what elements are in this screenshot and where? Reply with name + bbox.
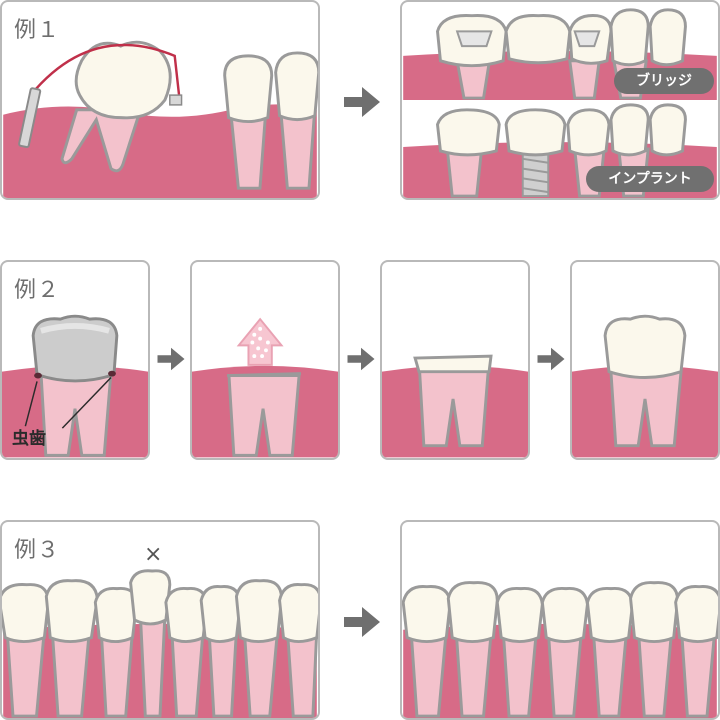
mini-screw <box>18 87 42 149</box>
tooth-crown <box>674 585 718 644</box>
metal-crown <box>31 314 119 383</box>
example-2-step-1-panel: 例２ 虫歯 <box>0 260 150 460</box>
tooth-crown <box>234 579 283 644</box>
tooth-crown <box>436 108 501 157</box>
example-2-label: 例２ <box>14 278 61 303</box>
caries-label: 虫歯 <box>12 429 46 449</box>
bridge-label: ブリッジ <box>614 68 714 94</box>
tooth-crown <box>402 585 452 644</box>
tooth-root <box>417 358 491 448</box>
example-1-label: 例１ <box>14 18 61 43</box>
tooth-root <box>609 370 683 448</box>
example-2-step-2-panel <box>190 260 340 460</box>
gum <box>572 365 718 458</box>
tooth-crown <box>566 108 611 157</box>
example-3-label: 例３ <box>14 538 61 563</box>
ortho-wire <box>29 43 181 101</box>
arrow-right-icon <box>344 607 380 637</box>
example-1-before-panel: 例１ <box>0 0 320 200</box>
example-1-after-panel: ブリッジ インプラント <box>400 0 720 200</box>
tooth-crown <box>629 581 680 644</box>
implant-crown <box>504 108 567 157</box>
tooth-crown <box>93 586 138 644</box>
tooth-crown <box>278 583 318 644</box>
tooth-crown <box>2 583 50 644</box>
example-2-step-4-panel <box>570 260 720 460</box>
misaligned-tooth <box>129 569 172 626</box>
arrow-right-icon <box>347 347 375 371</box>
implant-label: インプラント <box>586 166 714 192</box>
example-3-after-panel <box>400 520 720 720</box>
tooth-crown <box>223 54 274 124</box>
tooth-root <box>227 374 301 457</box>
gum <box>3 104 317 198</box>
arrow-up-icon <box>236 317 284 366</box>
tooth-crown <box>199 584 242 644</box>
example-2-step-3-panel <box>380 260 530 460</box>
bracket <box>169 94 183 106</box>
tooth-crown <box>44 579 99 644</box>
tooth-crown <box>495 586 544 644</box>
molar-crown <box>74 40 172 120</box>
tooth-crown <box>648 103 687 157</box>
example-3-before-panel: 例３ × <box>0 520 320 720</box>
tooth-crown <box>540 586 589 644</box>
tooth-crown <box>164 586 209 644</box>
tooth-crown <box>585 586 634 644</box>
arrow-right-icon <box>344 87 380 117</box>
tooth-crown <box>446 581 499 644</box>
tooth-crown <box>274 51 318 122</box>
cross-mark: × <box>144 542 163 567</box>
tooth-crown <box>609 8 650 67</box>
molar-root <box>60 108 143 173</box>
arrow-right-icon <box>537 347 565 371</box>
bridge-crown <box>504 14 572 65</box>
arrow-right-icon <box>157 347 185 371</box>
tooth-crown <box>648 8 687 67</box>
tooth-crown <box>609 103 650 157</box>
new-crown <box>603 314 687 379</box>
